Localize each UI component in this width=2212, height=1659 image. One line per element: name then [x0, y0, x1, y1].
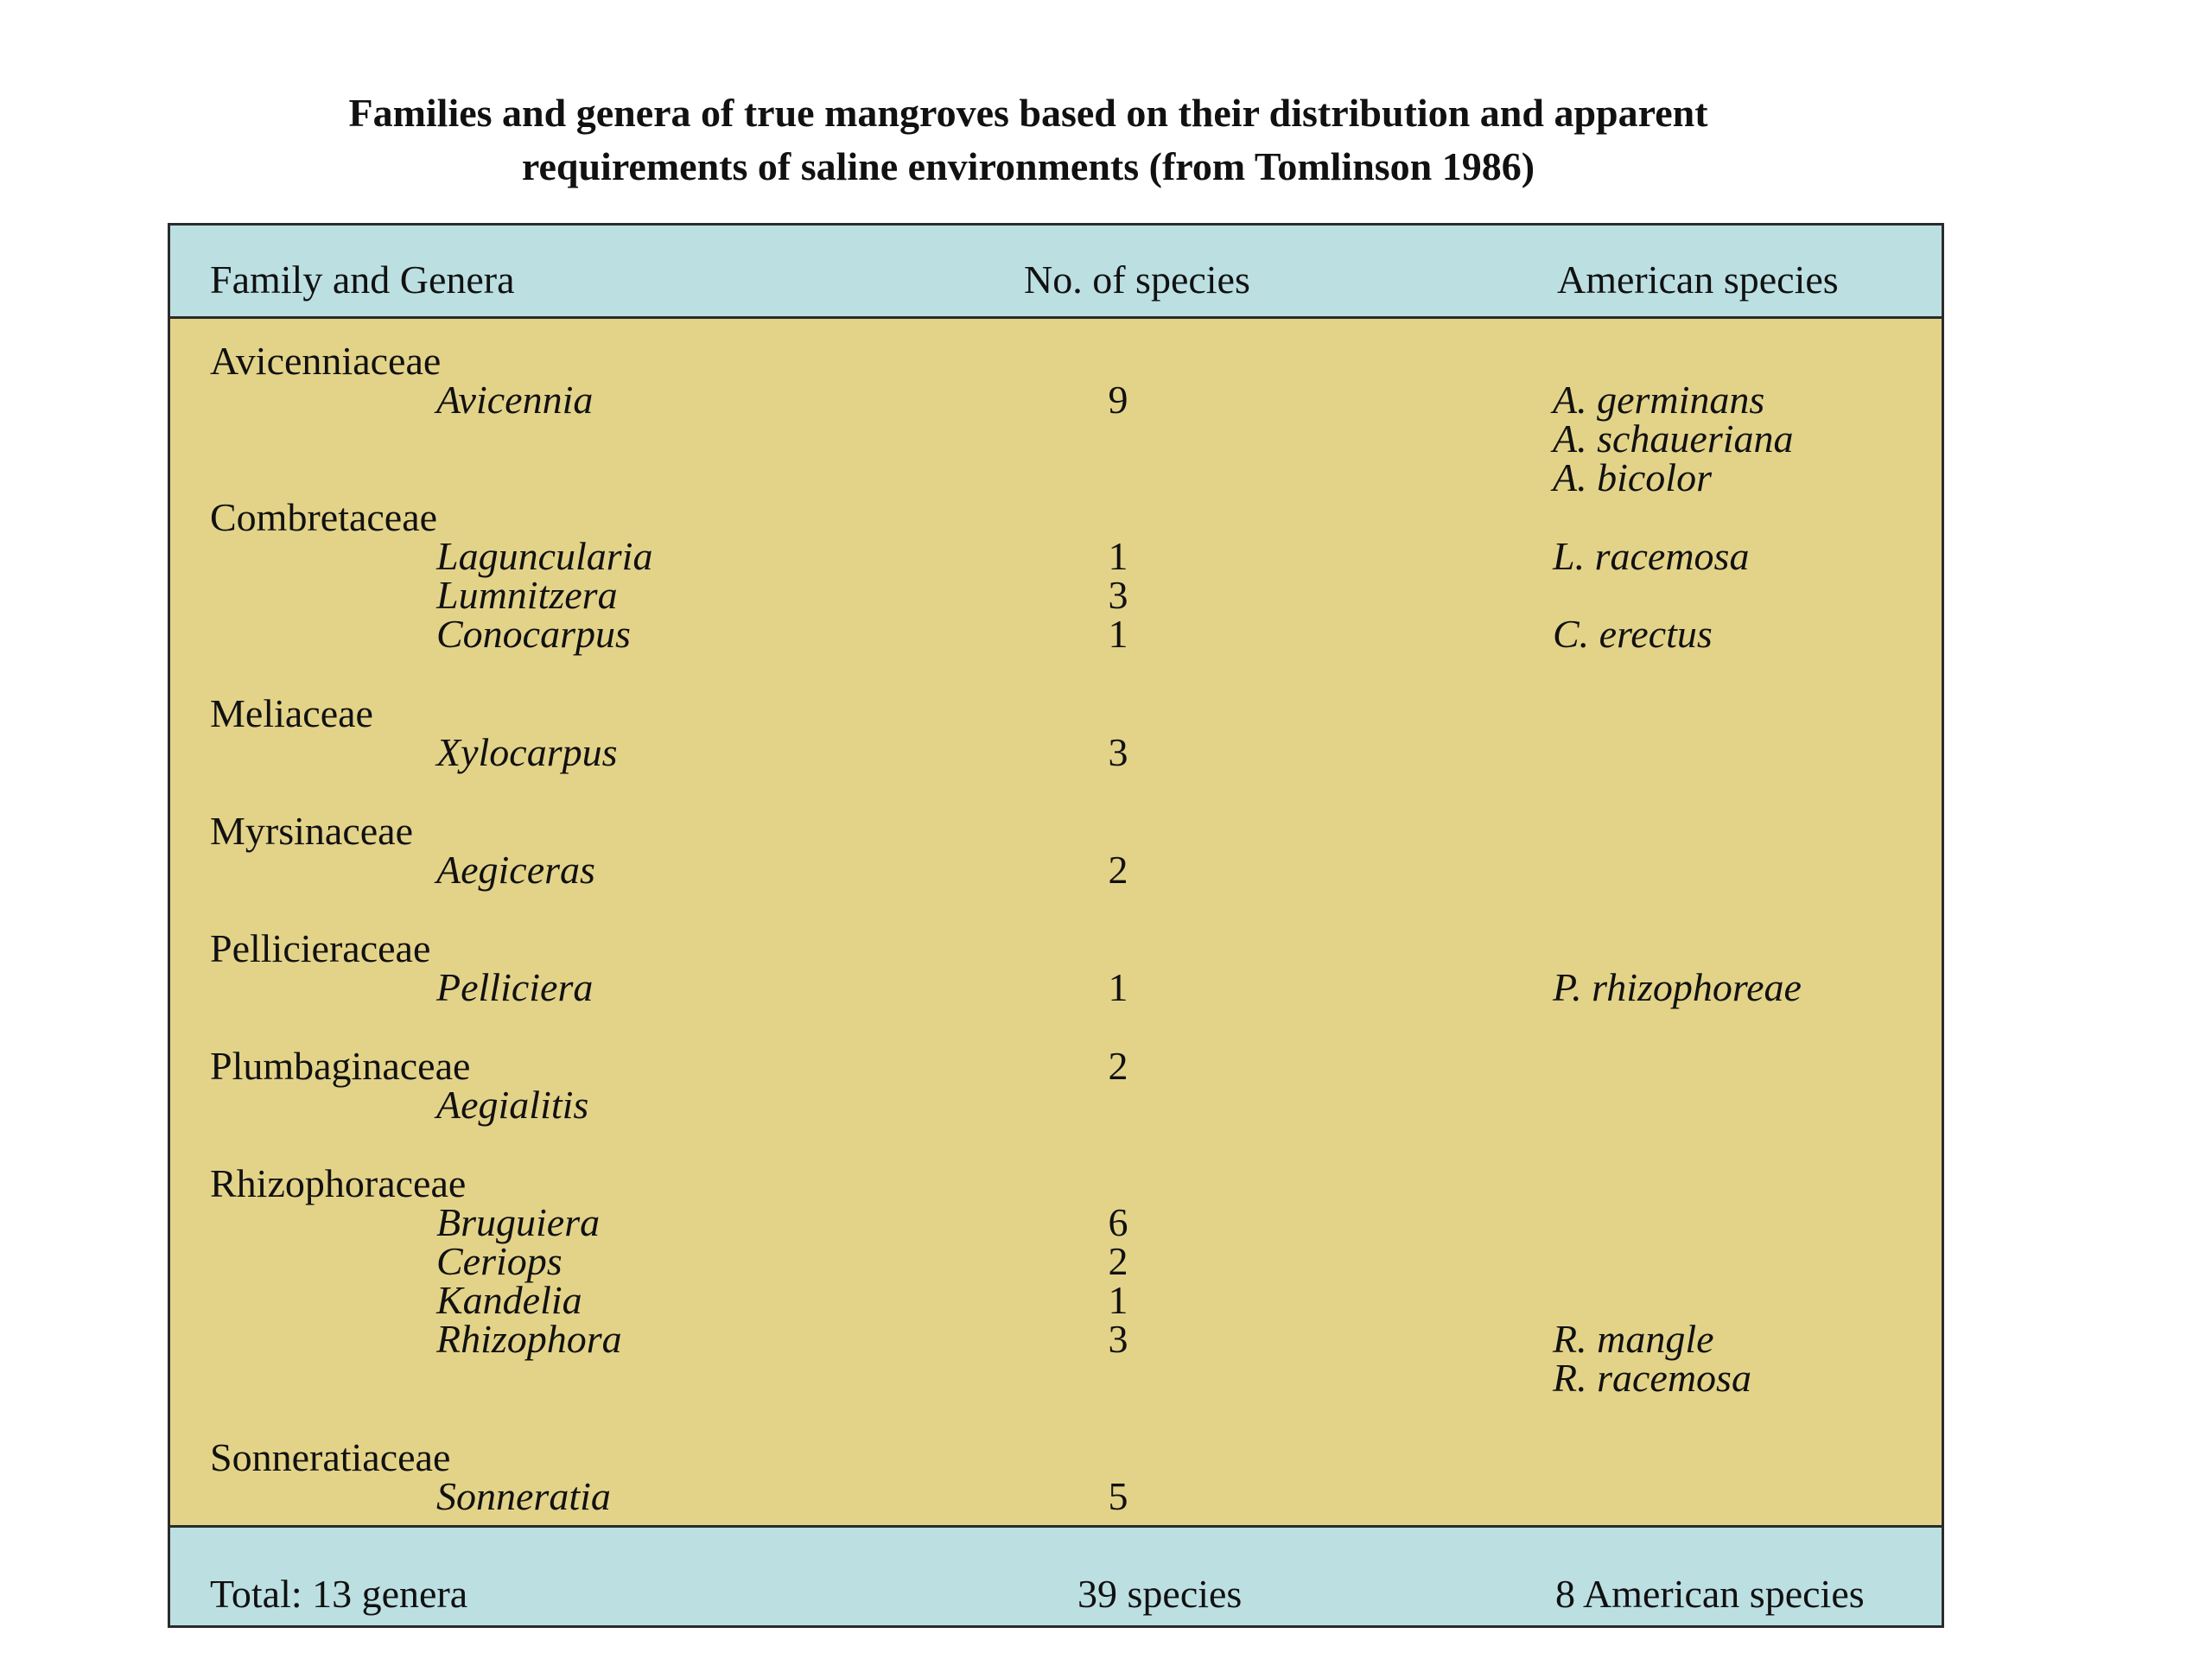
table-header: Family and Genera No. of species America… — [170, 226, 1942, 319]
species-count: 2 — [1108, 1239, 1128, 1283]
table-footer: Total: 13 genera 39 species 8 American s… — [170, 1525, 1942, 1625]
family-name: Avicenniaceae — [210, 339, 442, 383]
table-title: Families and genera of true mangroves ba… — [0, 86, 2056, 194]
species-count: 3 — [1108, 730, 1128, 774]
american-species: R. racemosa — [1553, 1356, 1751, 1400]
title-line-1: Families and genera of true mangroves ba… — [348, 91, 1708, 135]
genus-name: Sonneratia — [436, 1474, 611, 1518]
species-count: 9 — [1108, 378, 1128, 422]
header-american-species: American species — [1557, 257, 1839, 302]
family-name: Plumbaginaceae — [210, 1044, 471, 1088]
american-species: A. schaueriana — [1553, 416, 1794, 461]
title-line-2: requirements of saline environments (fro… — [521, 144, 1535, 188]
total-species: 39 species — [1077, 1572, 1243, 1616]
genus-name: Aegiceras — [436, 848, 595, 892]
family-name: Combretaceae — [210, 495, 438, 539]
genus-name: Bruguiera — [436, 1200, 601, 1244]
total-american-species: 8 American species — [1555, 1572, 1865, 1616]
header-species-count: No. of species — [1024, 257, 1250, 302]
genus-name: Pelliciera — [436, 965, 594, 1009]
genus-name: Aegialitis — [436, 1083, 589, 1127]
species-count: 1 — [1108, 534, 1128, 578]
american-species: P. rhizophoreae — [1553, 965, 1802, 1009]
species-count: 1 — [1108, 965, 1128, 1009]
genus-name: Rhizophora — [436, 1317, 622, 1361]
family-name: Myrsinaceae — [210, 809, 413, 853]
genus-name: Ceriops — [436, 1239, 563, 1283]
american-species: L. racemosa — [1553, 534, 1750, 578]
family-name: Pellicieraceae — [210, 926, 431, 970]
american-species: A. germinans — [1553, 378, 1765, 422]
genus-name: Avicennia — [436, 378, 594, 422]
species-count: 6 — [1108, 1200, 1128, 1244]
total-genera: Total: 13 genera — [210, 1572, 468, 1616]
mangrove-table: Family and Genera No. of species America… — [168, 223, 1944, 1628]
species-count: 1 — [1108, 1278, 1128, 1322]
american-species: C. erectus — [1553, 612, 1713, 656]
genus-name: Xylocarpus — [436, 730, 618, 774]
species-count: 2 — [1108, 1044, 1128, 1088]
header-family-genera: Family and Genera — [210, 257, 515, 302]
family-name: Sonneratiaceae — [210, 1435, 451, 1479]
species-count: 3 — [1108, 1317, 1128, 1361]
genus-name: Kandelia — [436, 1278, 582, 1322]
genus-name: Lumnitzera — [436, 573, 618, 617]
species-count: 2 — [1108, 848, 1128, 892]
species-count: 5 — [1108, 1474, 1128, 1518]
american-species: A. bicolor — [1553, 455, 1712, 499]
species-count: 1 — [1108, 612, 1128, 656]
american-species: R. mangle — [1553, 1317, 1714, 1361]
genus-name: Laguncularia — [436, 534, 653, 578]
family-name: Rhizophoraceae — [210, 1161, 467, 1205]
genus-name: Conocarpus — [436, 612, 631, 656]
species-count: 3 — [1108, 573, 1128, 617]
family-name: Meliaceae — [210, 691, 373, 735]
